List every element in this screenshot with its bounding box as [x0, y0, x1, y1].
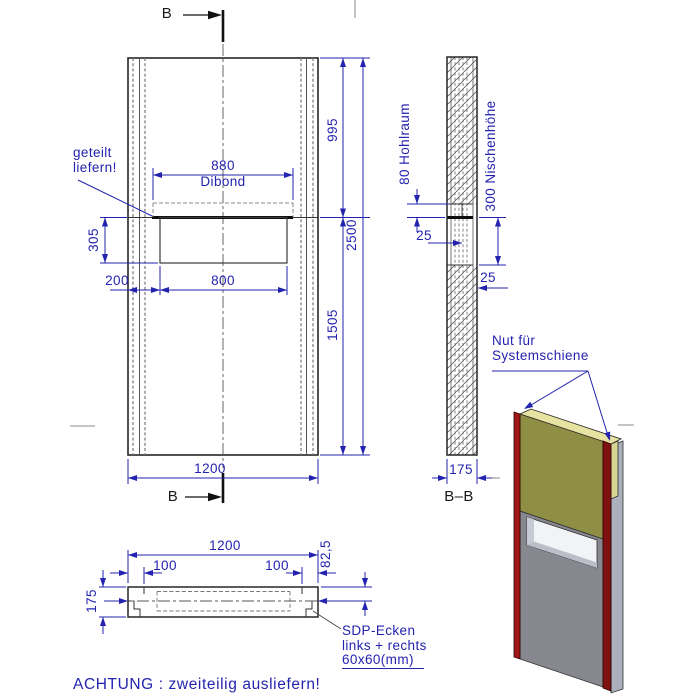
split-note-line2: liefern! — [73, 159, 117, 175]
dim-groove-right: 100 — [265, 558, 289, 573]
split-delivery-note: geteilt liefern! — [73, 145, 117, 175]
section-cut-marker-top — [183, 10, 225, 42]
dim-groove-left: 100 — [153, 558, 177, 573]
dim-depth-section: 175 — [449, 462, 473, 477]
dim-upper-height: 995 — [325, 118, 340, 142]
dim-dibond-width: 880 — [211, 158, 235, 173]
warning-note: ACHTUNG : zweiteilig ausliefern! — [73, 676, 321, 693]
dim-niche-height: 305 — [86, 228, 101, 252]
dim-face-offset: 82,5 — [318, 540, 333, 568]
dim-plan-depth: 175 — [84, 589, 99, 613]
plan-view-dimensions — [99, 550, 372, 634]
dim-front-thickness: 25 — [416, 228, 432, 243]
top-face-3d — [518, 408, 623, 445]
section-marker-label-bottom: B — [167, 488, 179, 505]
section-view-dimensions — [407, 189, 508, 484]
dim-total-height: 2500 — [344, 219, 359, 251]
dim-niche-width: 800 — [211, 273, 235, 288]
sdp-note-line1: SDP-Ecken — [342, 623, 416, 638]
sdp-note: SDP-Ecken links + rechts 60x60(mm) — [342, 623, 427, 669]
dim-cavity: 80 Hohlraum — [397, 103, 412, 185]
front-view-drawing — [77, 10, 370, 503]
rail-right-3d — [602, 440, 612, 692]
sdp-leader — [312, 610, 342, 630]
iso-view-drawing — [492, 370, 624, 694]
dim-niche-height-section: 300 Nischenhöhe — [483, 100, 498, 212]
split-note-line1: geteilt — [73, 145, 112, 160]
dim-panel-width: 1200 — [194, 461, 226, 476]
plan-view-drawing — [99, 550, 372, 634]
sdp-note-line3: 60x60(mm) — [342, 652, 424, 669]
nut-note-line1: Nut für — [492, 333, 536, 348]
section-title: B–B — [444, 488, 474, 505]
dim-left-offset: 200 — [105, 273, 129, 288]
dim-back-thickness: 25 — [480, 270, 496, 285]
nut-leader-lines — [492, 370, 611, 441]
sdp-note-line2: links + rechts — [342, 637, 427, 653]
section-marker-label-top: B — [161, 5, 173, 22]
rail-left-3d — [513, 411, 521, 660]
dim-plan-width: 1200 — [209, 538, 241, 553]
nut-note: Nut für Systemschiene — [492, 333, 589, 363]
dim-lower-height: 1505 — [325, 309, 340, 341]
niche-outline — [159, 216, 288, 264]
dibond-label: Dibond — [200, 174, 246, 189]
front-view-dimensions — [77, 57, 370, 484]
nut-note-line2: Systemschiene — [492, 347, 589, 363]
section-view-drawing — [407, 56, 508, 484]
